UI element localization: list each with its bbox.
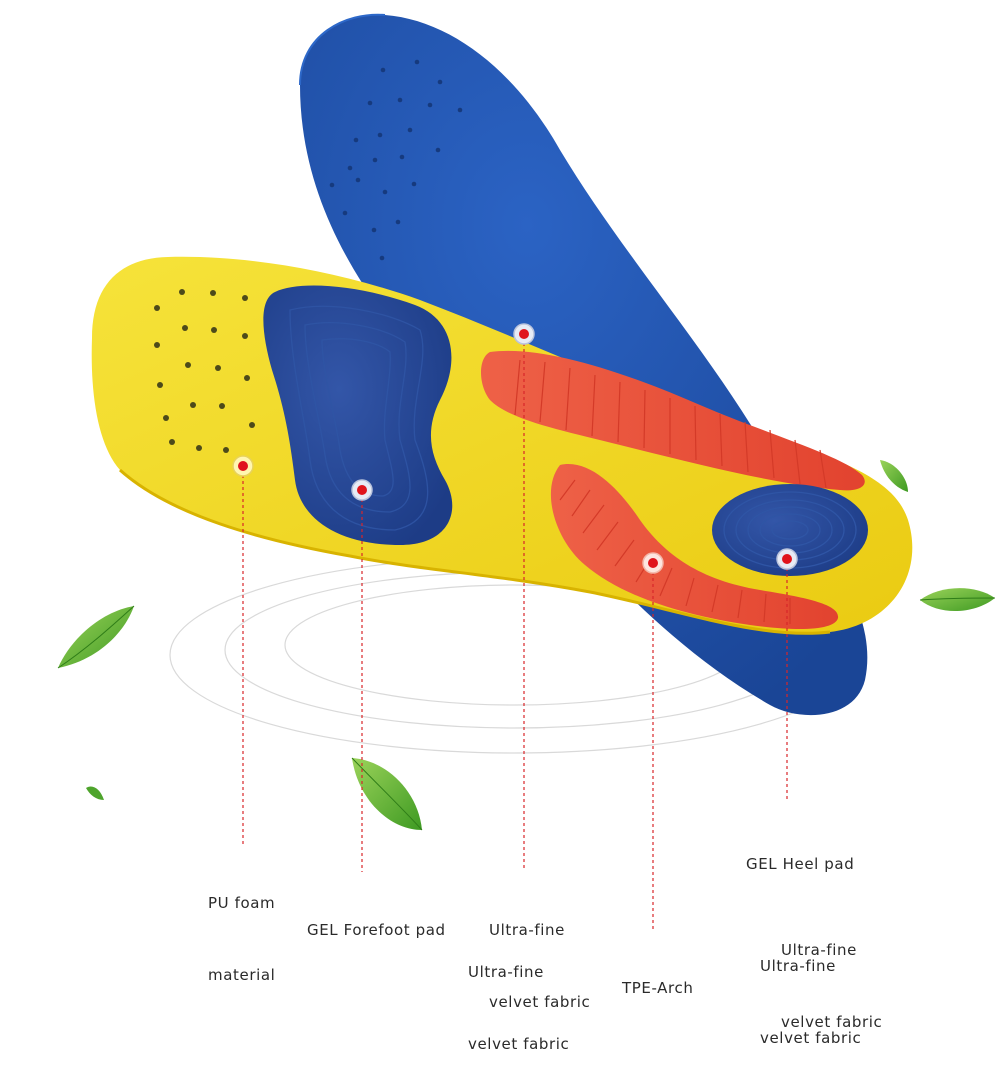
callout-pu-foam: PU foam material: [208, 843, 275, 1011]
callout-velvet-d-line1: Ultra-fine: [760, 957, 836, 975]
callout-velvet-c-line1: Ultra-fine: [781, 941, 857, 959]
callout-tpe-arch-label: TPE-Arch: [622, 979, 694, 997]
marker-velvet: [513, 323, 535, 345]
leaf-far-right: [920, 588, 995, 612]
leaf-small: [86, 786, 104, 800]
marker-gel-heel: [776, 548, 798, 570]
leaf-right: [880, 460, 908, 492]
marker-pu-foam: [232, 455, 254, 477]
yellow-holes: [154, 289, 255, 453]
callout-gel-forefoot: GEL Forefoot pad: [307, 870, 446, 966]
yellow-insole: [91, 256, 913, 635]
lower-arch-pad: [550, 464, 839, 630]
marker-gel-forefoot: [351, 479, 373, 501]
callout-lines: [242, 343, 788, 930]
callout-velvet-d: Ultra-fine velvet fabric: [760, 906, 861, 1074]
callout-velvet-b-line1: Ultra-fine: [468, 963, 544, 981]
callout-tpe-arch: TPE-Arch: [622, 928, 693, 1024]
callout-markers: [232, 323, 798, 574]
leaf-decorations: [57, 460, 996, 831]
forefoot-gel-pad: [263, 285, 453, 545]
callout-gel-heel: GEL Heel pad: [746, 804, 854, 900]
product-illustration: [57, 13, 996, 930]
callout-pu-foam-line1: PU foam: [208, 894, 276, 912]
callout-gel-heel-label: GEL Heel pad: [746, 855, 855, 873]
callout-pu-foam-line2: material: [208, 966, 276, 984]
callout-gel-forefoot-label: GEL Forefoot pad: [307, 921, 446, 939]
upper-arch-pad: [481, 350, 865, 491]
callout-velvet-d-line2: velvet fabric: [760, 1029, 862, 1047]
marker-tpe-arch: [642, 552, 664, 574]
callout-velvet-b: Ultra-fine velvet fabric: [468, 912, 569, 1080]
callout-velvet-a-line1: Ultra-fine: [489, 921, 565, 939]
callout-velvet-b-line2: velvet fabric: [468, 1035, 570, 1053]
ventilation-holes: [329, 59, 463, 261]
leaf-left: [58, 606, 134, 668]
